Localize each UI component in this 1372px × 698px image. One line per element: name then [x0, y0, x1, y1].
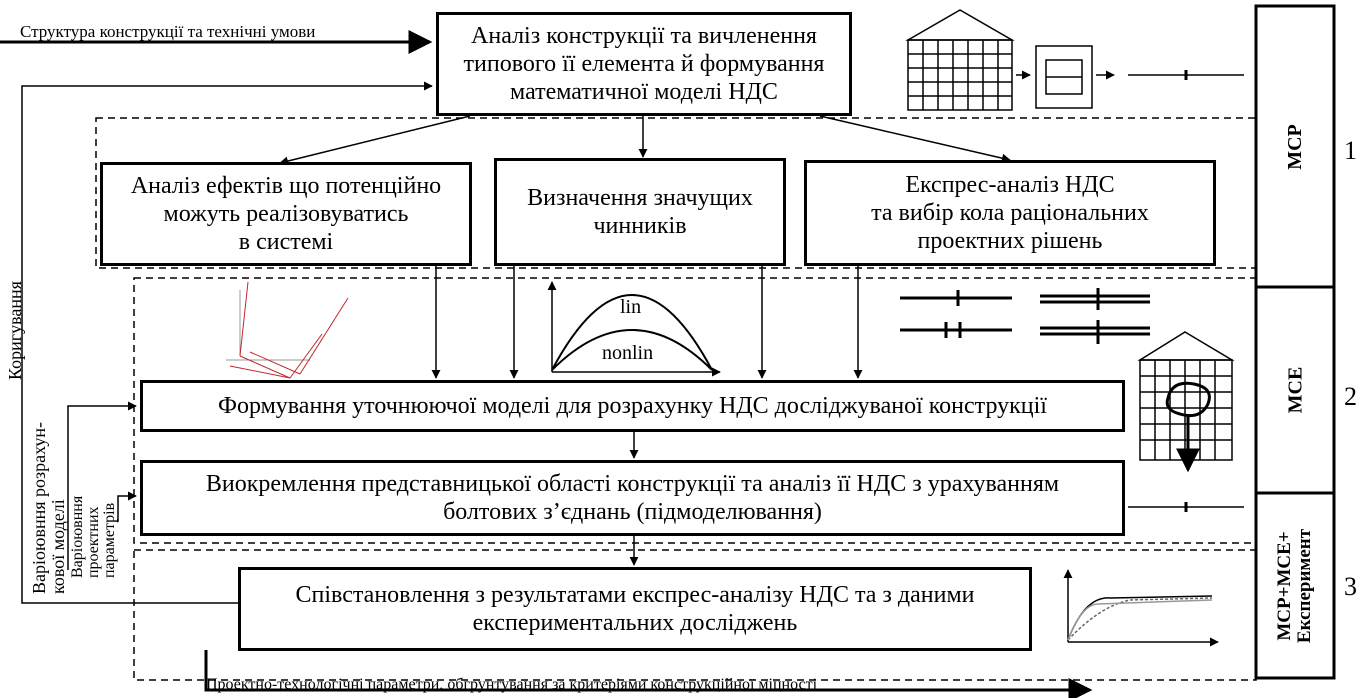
- stage-2-number: 2: [1344, 382, 1357, 411]
- variation-model-label: Варіоювння розрахун- кової моделі: [29, 421, 68, 594]
- stage-1-cell: МСР: [1256, 6, 1334, 287]
- bolted-joints-sketch: [900, 288, 1150, 344]
- box-express: Експрес-аналіз НДС та вибір кола раціона…: [804, 160, 1216, 266]
- stage-column: [1254, 4, 1336, 680]
- box-factors: Визначення значущих чинників: [494, 158, 786, 266]
- output-label: Проектно-технологічні параметри, обгрунт…: [206, 676, 818, 693]
- output-arrow: [204, 650, 1093, 698]
- correction-label: Коригування: [5, 281, 25, 380]
- variation-model-line: [67, 401, 137, 570]
- variation-params-label: Варіоювння проектних параметрів: [69, 495, 118, 578]
- stage-3-label: МСР+МСЕ+ Експеримент: [1274, 528, 1316, 643]
- building-sketch-top: [905, 9, 1244, 111]
- box-effects: Аналіз ефектів що потенційно можуть реал…: [100, 162, 472, 266]
- stage-frame-1: [95, 117, 1257, 269]
- model-3d-sketch: [226, 281, 349, 379]
- stage-2-label: МСЕ: [1283, 366, 1306, 414]
- stage-frame-3: [133, 549, 1257, 681]
- stage-3-number: 3: [1344, 572, 1357, 601]
- variation-params-line: [117, 491, 137, 522]
- input-label: Структура конструкції та технічні умови: [20, 22, 316, 41]
- results-curve-sketch: [1063, 569, 1219, 647]
- box-comparison: Співстановлення з результатами експрес-а…: [238, 567, 1032, 651]
- box-submodel: Виокремлення представницької області кон…: [140, 460, 1125, 536]
- stage-1-label: МСР: [1283, 123, 1306, 170]
- plot-label-nonlin: nonlin: [602, 342, 654, 364]
- stage-3-cell: МСР+МСЕ+ Експеримент: [1256, 493, 1334, 678]
- plot-label-lin: lin: [620, 296, 642, 318]
- correction-loop: [21, 81, 433, 604]
- box-refining-model: Формування уточнюючої моделі для розраху…: [140, 380, 1125, 432]
- stage-1-number: 1: [1344, 136, 1357, 165]
- lin-nonlin-plot: [547, 281, 721, 377]
- stage-2-cell: МСЕ: [1256, 287, 1334, 493]
- building-sketch-middle: [1128, 331, 1244, 512]
- box-analysis-main: Аналіз конструкції та вичленення типовог…: [436, 12, 852, 116]
